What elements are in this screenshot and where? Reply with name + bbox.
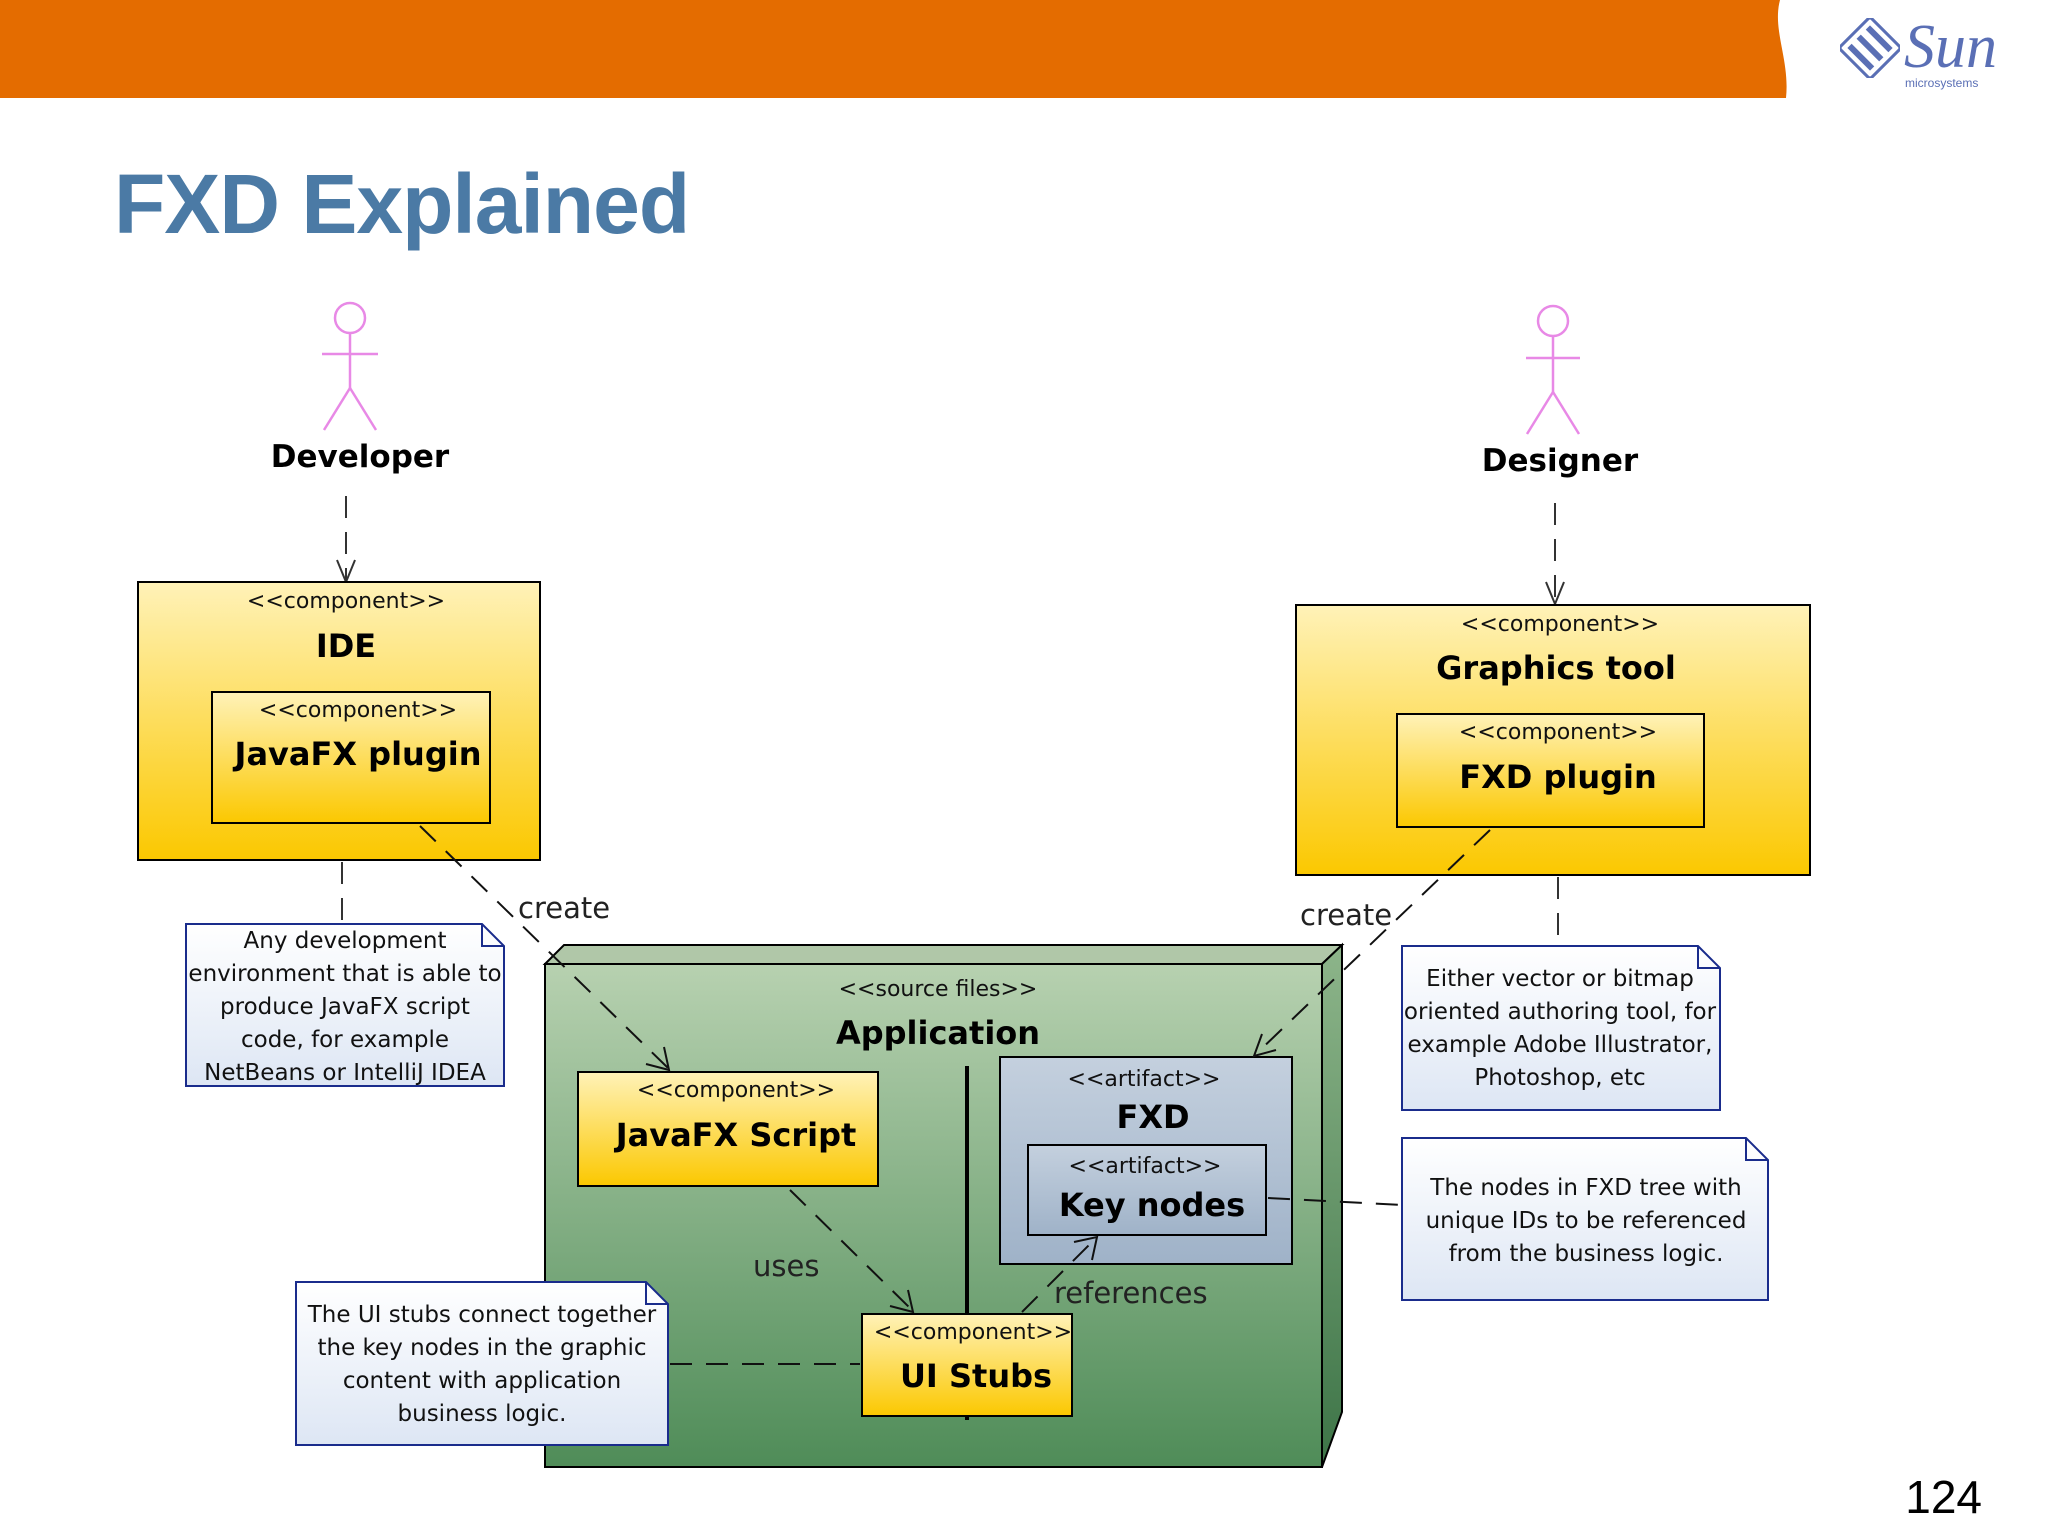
note-graphics-line: example Adobe Illustrator, — [1408, 1032, 1713, 1058]
actor-designer — [1525, 304, 1581, 435]
fxd-stereotype: <<artifact>> — [1068, 1067, 1221, 1092]
note-ide-line: environment that is able to — [188, 961, 501, 987]
note-fxd-line: from the business logic. — [1449, 1241, 1724, 1267]
javafx-script-stereotype: <<component>> — [637, 1078, 835, 1103]
component-ide: <<component>> IDE <<component>> JavaFX p… — [137, 581, 541, 861]
edge-references — [1021, 1235, 1099, 1313]
note-graphics-line: oriented authoring tool, for — [1404, 999, 1717, 1025]
javafx-script-name: JavaFX Script — [614, 1116, 857, 1154]
component-javafx-script: <<component>> JavaFX Script — [577, 1071, 879, 1187]
edge-references-label: references — [1054, 1276, 1208, 1310]
note-fxd-nodes: The nodes in FXD tree with unique IDs to… — [1401, 1137, 1769, 1301]
key-nodes-stereotype: <<artifact>> — [1069, 1154, 1222, 1179]
component-ui-stubs: <<component>> UI Stubs — [861, 1313, 1073, 1417]
note-stubs-line: business logic. — [398, 1401, 567, 1427]
application-name: Application — [836, 1014, 1040, 1052]
note-ide-line: code, for example — [241, 1027, 449, 1053]
actor-developer-label: Developer — [271, 439, 450, 475]
edge-uses — [789, 1189, 915, 1314]
edge-create-left-label: create — [518, 891, 610, 925]
header-bar — [0, 0, 1787, 98]
note-fxd-line: unique IDs to be referenced — [1426, 1208, 1747, 1234]
edge-create-left — [419, 825, 671, 1072]
artifact-fxd: <<artifact>> FXD <<artifact>> Key nodes — [999, 1056, 1293, 1265]
note-fxd-line: The nodes in FXD tree with — [1429, 1175, 1741, 1201]
sun-logo-icon — [1840, 18, 1900, 78]
ui-stubs-name: UI Stubs — [900, 1357, 1052, 1395]
note-ide-line: produce JavaFX script — [220, 994, 470, 1020]
fxd-plugin-name: FXD plugin — [1459, 758, 1657, 796]
javafx-plugin-name: JavaFX plugin — [233, 735, 482, 773]
note-ide-line: NetBeans or IntelliJ IDEA — [204, 1060, 486, 1086]
note-graphics-tool: Either vector or bitmap oriented authori… — [1401, 945, 1721, 1111]
designer-head-icon — [1536, 304, 1570, 338]
javafx-plugin-stereotype: <<component>> — [259, 698, 457, 723]
graphics-tool-stereotype: <<component>> — [1461, 612, 1659, 637]
application-stereotype: <<source files>> — [839, 977, 1038, 1002]
fxd-plugin-stereotype: <<component>> — [1459, 720, 1657, 745]
note-stubs-line: The UI stubs connect together — [307, 1302, 657, 1328]
note-ide: Any development environment that is able… — [185, 923, 505, 1087]
dependency-designer-graphics — [1545, 503, 1565, 607]
note-stubs-line: content with application — [343, 1368, 621, 1394]
graphics-tool-name: Graphics tool — [1436, 649, 1676, 687]
page-number: 124 — [1905, 1471, 1982, 1523]
logo-wordmark: Sun — [1904, 13, 1997, 81]
ide-name: IDE — [316, 627, 376, 665]
developer-head-icon — [333, 301, 367, 335]
edge-create-right — [1252, 829, 1491, 1058]
edge-uses-label: uses — [753, 1249, 819, 1283]
ide-stereotype: <<component>> — [247, 589, 445, 614]
logo-subtitle: microsystems — [1905, 76, 1979, 90]
slide-title: FXD Explained — [114, 157, 690, 251]
note-ui-stubs: The UI stubs connect together the key no… — [295, 1281, 669, 1446]
fxd-name: FXD — [1116, 1098, 1189, 1136]
ui-stubs-stereotype: <<component>> — [874, 1320, 1072, 1345]
component-graphics-tool: <<component>> Graphics tool <<component>… — [1295, 604, 1811, 876]
actor-developer — [322, 301, 378, 431]
note-ide-line: Any development — [244, 928, 447, 954]
dependency-developer-ide — [336, 496, 356, 585]
key-nodes-name: Key nodes — [1059, 1186, 1245, 1224]
note-graphics-line: Either vector or bitmap — [1426, 966, 1694, 992]
note-graphics-line: Photoshop, etc — [1474, 1065, 1645, 1091]
actor-designer-label: Designer — [1482, 443, 1639, 479]
note-stubs-line: the key nodes in the graphic — [317, 1335, 646, 1361]
fxd-note-connector — [1267, 1197, 1403, 1206]
edge-create-right-label: create — [1300, 898, 1392, 932]
